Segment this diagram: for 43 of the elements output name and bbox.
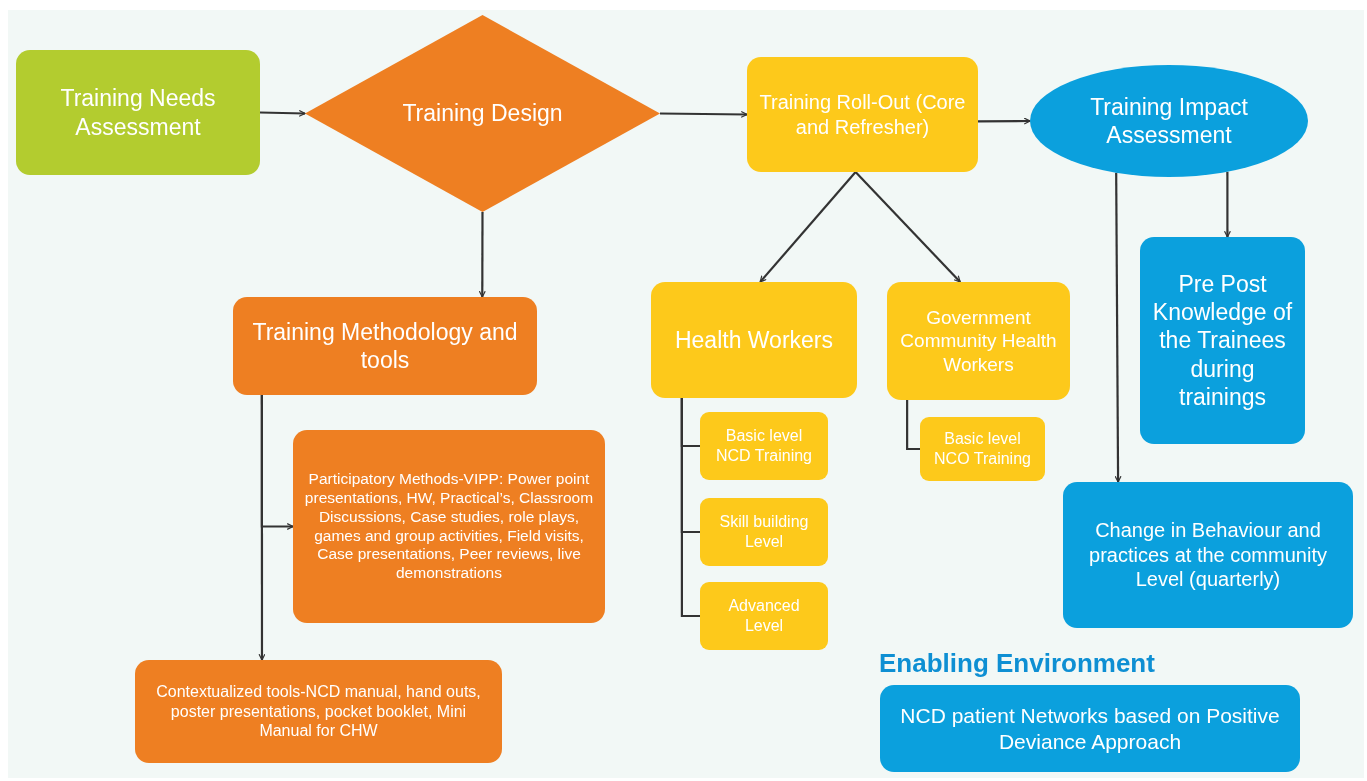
node-text: Advanced Level (727, 596, 801, 636)
process-box (700, 582, 828, 650)
process-box (1063, 482, 1353, 628)
process-box (880, 685, 1300, 772)
arrow (854, 171, 961, 283)
arrow (259, 109, 306, 117)
process-box (651, 282, 857, 398)
node-text: Contextualized tools-NCD manual, hand outs, poster presentations, pocket booklet, Mini Manual for CHW (155, 682, 482, 741)
arrow (1223, 171, 1231, 238)
process-box (700, 498, 828, 566)
connector-line (906, 400, 920, 451)
process-box (293, 430, 605, 623)
process-box (747, 57, 978, 172)
process-box (233, 297, 537, 395)
node-text: Government Community Health Workers (899, 306, 1058, 376)
arrow (978, 117, 1031, 125)
arrow (258, 395, 266, 661)
arrow (1114, 172, 1122, 483)
process-box (16, 50, 260, 175)
node-text: Health Workers (674, 325, 834, 354)
node-text: Basic level NCD Training (715, 426, 813, 466)
decision-diamond (305, 15, 660, 212)
node-text: Basic level NCO Training (933, 429, 1032, 469)
node-text: Training Impact Assessment (1089, 92, 1249, 150)
node-text: NCD patient Networks based on Positive Deviance Approach (899, 702, 1281, 755)
section-heading: Enabling Environment (879, 648, 1155, 679)
process-box (887, 282, 1070, 400)
node-text: Pre Post Knowledge of the Trainees during trainings (1151, 270, 1294, 411)
node-text: Training Design (402, 99, 563, 128)
process-box (135, 660, 502, 763)
arrow (660, 110, 748, 118)
node-text: Change in Behaviour and practices at the community Level (quarterly) (1088, 518, 1328, 592)
connector-line (680, 398, 700, 618)
node-text: Skill building Level (718, 512, 810, 552)
node-text: Participatory Methods-VIPP: Power point presentations, HW, Practical’s, Classroom Discussions, Case studies, role plays, games and group activities, Field visits, Case presentations, Peer reviews, live demonstrations (303, 469, 595, 584)
process-box (1140, 237, 1305, 444)
arrow (759, 171, 857, 283)
process-box (920, 417, 1045, 481)
process-box (700, 412, 828, 480)
arrow (478, 212, 486, 298)
node-text: Training Methodology and tools (251, 317, 519, 375)
node-text: Training Roll-Out (Core and Refresher) (758, 90, 967, 139)
node-text: Training Needs Assessment (59, 84, 217, 141)
